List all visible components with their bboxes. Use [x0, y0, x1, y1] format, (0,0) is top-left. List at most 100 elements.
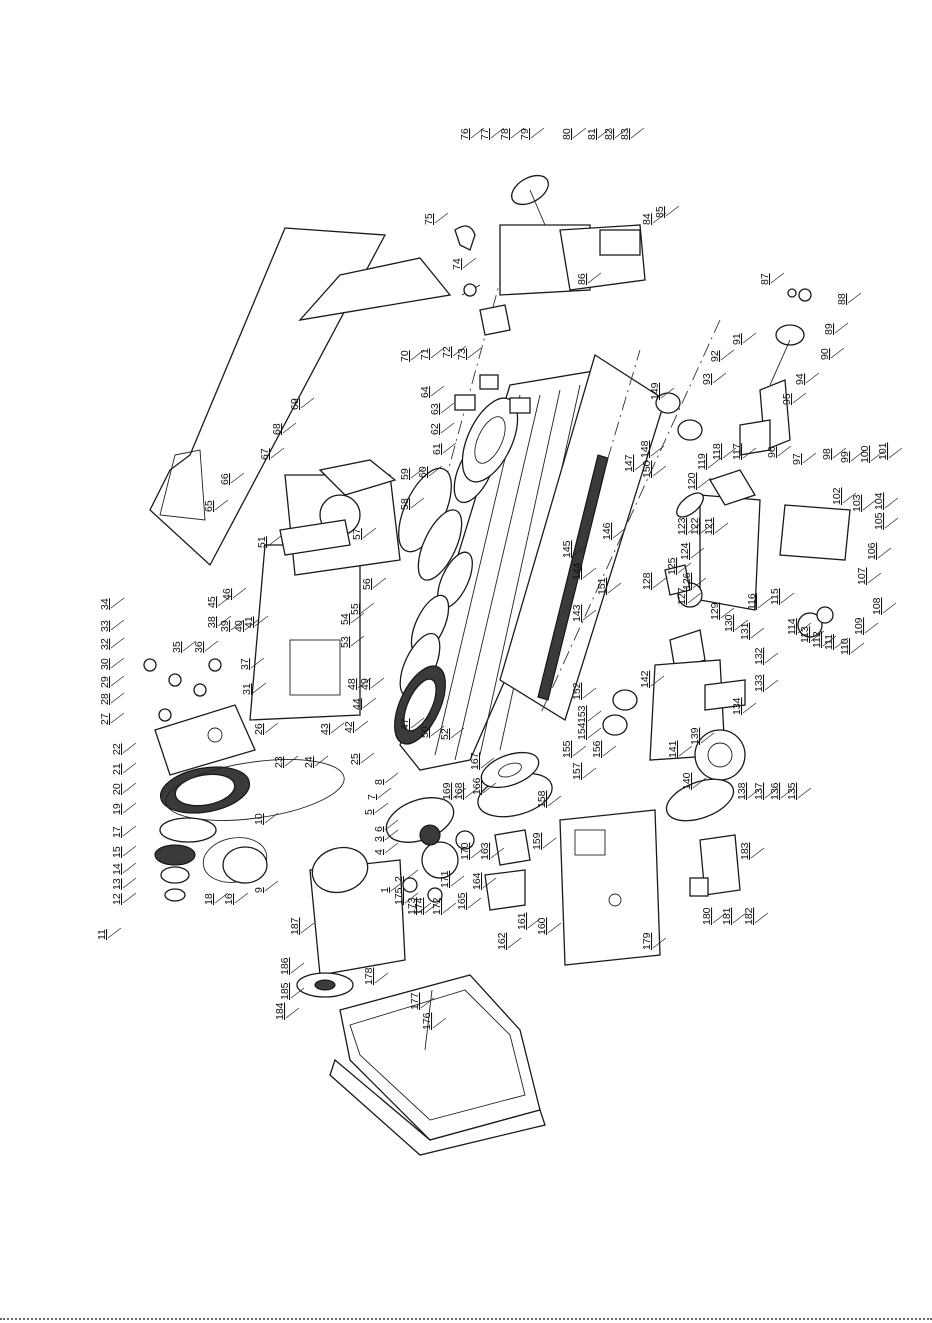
part-label-70: 70 [399, 349, 425, 362]
leader-line [780, 592, 795, 604]
part-number: 152 [571, 682, 583, 700]
part-number: 38 [206, 616, 218, 628]
part-label-16: 16 [223, 892, 249, 905]
part-number: 166 [471, 777, 483, 795]
leader-line [847, 292, 862, 304]
part-label-58: 58 [399, 497, 425, 510]
part-number: 14 [111, 863, 123, 875]
part-label-61: 61 [431, 442, 457, 455]
part-number: 135 [786, 782, 798, 800]
part-label-97: 97 [791, 452, 817, 465]
part-number: 149 [649, 382, 661, 400]
leader-line [862, 499, 877, 511]
part-label-122: 122 [689, 517, 715, 535]
part-label-76: 76 [459, 127, 485, 140]
part-number: 72 [441, 346, 453, 358]
part-label-48: 48 [346, 677, 372, 690]
leader-line [217, 615, 232, 627]
part-number: 79 [519, 128, 531, 140]
part-number: 32 [99, 638, 111, 650]
part-label-172: 172 [431, 897, 457, 915]
part-number: 12 [111, 893, 123, 905]
part-number: 116 [746, 593, 758, 610]
leader-line [547, 922, 562, 934]
part-label-45: 45 [206, 595, 232, 608]
part-label-37: 37 [239, 657, 265, 670]
part-number: 112 [811, 631, 823, 648]
part-label-116: 116 [746, 593, 772, 610]
part-number: 134 [731, 697, 743, 715]
part-number: 19 [111, 803, 123, 815]
part-label-81: 81 [586, 127, 612, 140]
part-label-180: 180 [701, 907, 727, 925]
part-number: 9 [253, 887, 265, 893]
leader-line [764, 787, 779, 799]
leader-line [770, 272, 785, 284]
part-number: 107 [856, 567, 868, 585]
part-number: 65 [203, 500, 215, 512]
part-number: 95 [781, 393, 793, 405]
part-label-167: 167 [469, 752, 495, 770]
part-number: 29 [99, 676, 111, 688]
part-label-78: 78 [499, 127, 525, 140]
part-label-87: 87 [759, 272, 785, 285]
part-number: 4 [373, 849, 385, 855]
leader-line [384, 772, 399, 784]
leader-line [742, 332, 757, 344]
leader-line [467, 347, 482, 359]
part-label-173: 173 [406, 897, 432, 915]
leader-line [377, 787, 392, 799]
leader-line [357, 677, 372, 689]
part-number: 151 [596, 577, 608, 595]
leader-line [834, 637, 849, 649]
part-label-90: 90 [819, 347, 845, 360]
part-label-32: 32 [99, 637, 125, 650]
part-label-17: 17 [111, 825, 137, 838]
part-number: 125 [666, 557, 678, 575]
leader-line [284, 755, 299, 767]
part-label-50: 50 [419, 725, 445, 738]
tailstock [499, 174, 646, 296]
leader-line [630, 127, 645, 139]
part-number: 67 [259, 448, 271, 460]
part-label-79: 79 [519, 127, 545, 140]
part-number: 176 [421, 1012, 433, 1030]
part-label-112: 112 [811, 631, 837, 648]
part-label-174: 174 [413, 897, 439, 915]
leader-line [420, 997, 435, 1009]
part-label-157: 157 [571, 762, 597, 780]
leader-line [687, 522, 702, 534]
part-number: 122 [689, 517, 701, 535]
page-edge-dotted-line [0, 1318, 932, 1320]
part-number: 17 [111, 826, 123, 838]
leader-line [330, 722, 345, 734]
part-number: 164 [471, 872, 483, 890]
part-label-103: 103 [851, 494, 877, 512]
part-label-137: 137 [753, 782, 779, 800]
part-number: 177 [409, 992, 421, 1010]
leader-line [300, 397, 315, 409]
part-number: 69 [289, 398, 301, 410]
part-number: 161 [516, 912, 528, 930]
leader-line [110, 712, 125, 724]
part-label-110: 110 [839, 638, 865, 655]
part-label-75: 75 [423, 212, 449, 225]
part-label-169: 169 [441, 782, 467, 800]
leader-line [122, 762, 137, 774]
part-number: 46 [221, 588, 233, 600]
leader-line [714, 522, 729, 534]
leader-line [204, 640, 219, 652]
part-number: 175 [393, 887, 405, 905]
part-number: 43 [319, 723, 331, 735]
leader-line [362, 697, 377, 709]
part-number: 58 [399, 498, 411, 510]
leader-line [602, 745, 617, 757]
part-label-149: 149 [649, 382, 675, 400]
leader-line [452, 787, 467, 799]
leader-line [182, 640, 197, 652]
leader-line [442, 442, 457, 454]
part-number: 90 [819, 348, 831, 360]
leader-line [720, 349, 735, 361]
part-number: 115 [769, 588, 781, 605]
